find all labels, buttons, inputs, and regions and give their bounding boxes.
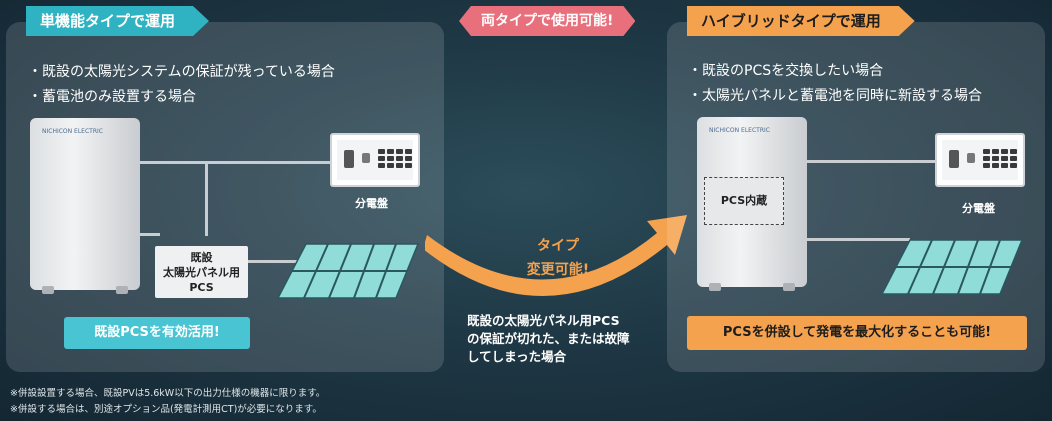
builtin-pcs-label: PCS内蔵: [720, 194, 768, 207]
pcs-label-line: PCS: [189, 281, 214, 294]
bullet-item: 太陽光パネルと蓄電池を同時に新設する場合: [688, 84, 982, 109]
hybrid-tab: ハイブリッドタイプで運用: [687, 6, 915, 36]
note-line: してしまった場合: [467, 349, 567, 364]
wire: [800, 238, 910, 241]
bullet-item: 蓄電池のみ設置する場合: [28, 85, 335, 110]
battery-foot: [783, 283, 795, 291]
distribution-board-label: 分電盤: [962, 202, 995, 215]
footnote: ※併設する場合は、別途オプション品(発電計測用CT)が必要になります。: [10, 404, 322, 415]
note-line: の保証が切れた、または故障: [467, 331, 630, 346]
main-switch: [949, 150, 959, 168]
both-types-tab: 両タイプで使用可能!: [459, 6, 635, 36]
wire: [205, 161, 208, 236]
type-change-label: タイプ 変更可能!: [508, 234, 608, 282]
breaker-grid: [983, 149, 1017, 168]
sub-switch: [967, 153, 975, 163]
battery-foot: [42, 286, 54, 294]
single-function-tab: 単機能タイプで運用: [26, 6, 209, 36]
curved-arrow-icon: [425, 215, 687, 296]
bullet-item: 既設のPCSを交換したい場合: [688, 59, 982, 84]
distribution-board-label: 分電盤: [355, 197, 388, 210]
existing-pcs-box: 既設 太陽光パネル用 PCS: [155, 246, 248, 298]
bullet-item: 既設の太陽光システムの保証が残っている場合: [28, 60, 335, 85]
brand-label: NICHICON ELECTRIC: [709, 127, 770, 134]
maximize-generation-callout: PCSを併設して発電を最大化することも可能!: [687, 316, 1027, 350]
wire: [248, 260, 298, 263]
main-switch: [344, 150, 354, 168]
arrow-label-line: タイプ: [537, 238, 579, 254]
brand-label: NICHICON ELECTRIC: [42, 128, 103, 135]
battery-unit-icon: NICHICON ELECTRIC: [30, 118, 140, 294]
builtin-pcs-box: PCS内蔵: [704, 177, 784, 225]
pcs-label-line: 既設: [190, 251, 213, 264]
wire: [800, 160, 935, 163]
solar-panel-icon: [276, 243, 420, 299]
note-line: 既設の太陽光パネル用PCS: [467, 313, 620, 328]
battery-foot: [709, 283, 721, 291]
pcs-label-line: 太陽光パネル用: [163, 266, 240, 279]
reuse-existing-pcs-callout: 既設PCSを有効活用!: [64, 317, 250, 349]
breaker-grid: [378, 149, 412, 168]
footnote: ※併設設置する場合、既設PVは5.6kW以下の出力仕様の機器に限ります。: [10, 388, 326, 399]
hybrid-bullets: 既設のPCSを交換したい場合 太陽光パネルと蓄電池を同時に新設する場合: [688, 59, 982, 109]
solar-panel-icon: [880, 239, 1024, 295]
wire: [120, 161, 332, 164]
distribution-board-icon: [330, 133, 420, 187]
arrow-label-line: 変更可能!: [526, 262, 590, 278]
battery-foot: [116, 286, 128, 294]
sub-switch: [362, 153, 370, 163]
distribution-board-icon: [935, 133, 1025, 187]
single-function-bullets: 既設の太陽光システムの保証が残っている場合 蓄電池のみ設置する場合: [28, 60, 335, 110]
wire: [120, 233, 160, 236]
condition-note: 既設の太陽光パネル用PCS の保証が切れた、または故障 してしまった場合: [467, 312, 657, 366]
